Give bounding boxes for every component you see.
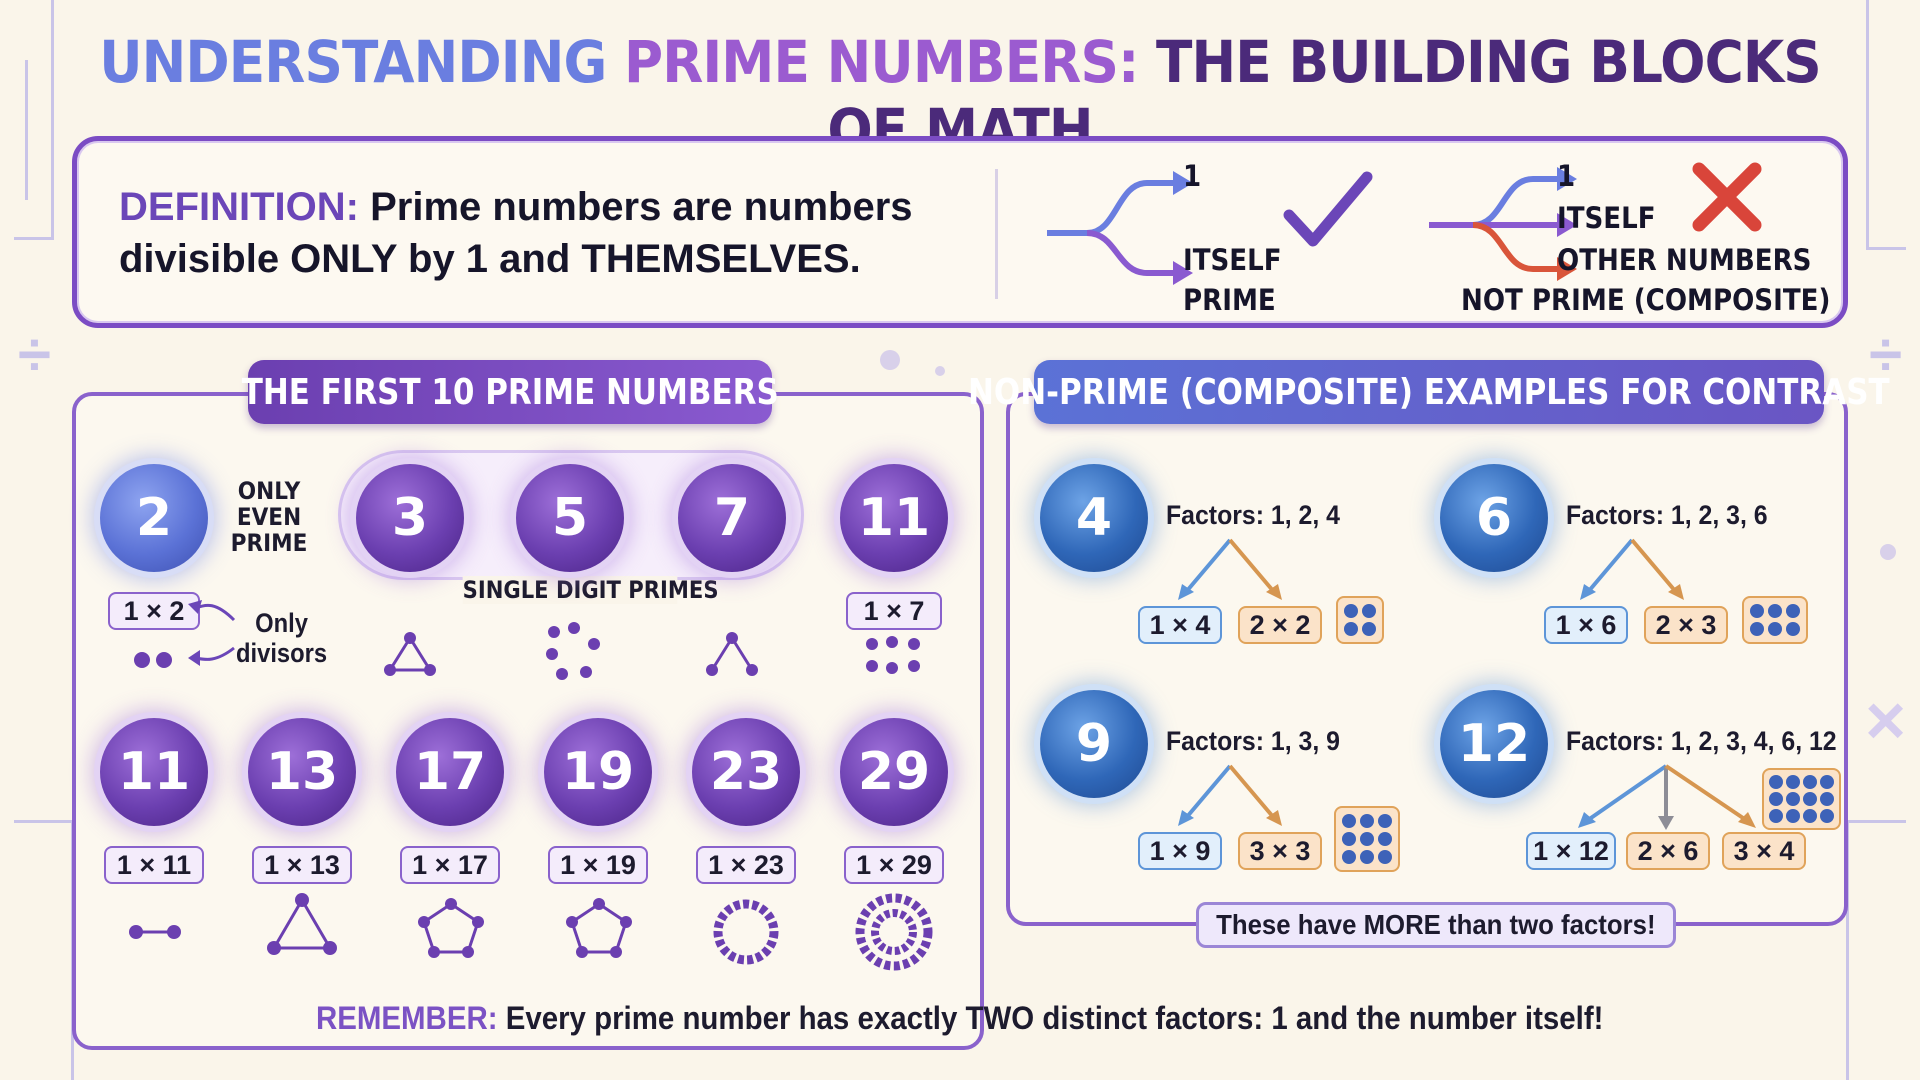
prime-ball-13: 13 [248,718,356,826]
definition-line-1: Prime numbers are numbers [370,185,913,229]
prime-branch-bottom: ITSELF [1183,243,1282,277]
definition-text: DEFINITION: Prime numbers are numbers di… [119,181,979,285]
definition-label: DEFINITION: [119,185,359,229]
array-4-icon [1336,596,1384,644]
pair-pill-9-a: 1 × 9 [1138,832,1222,870]
dots-23-icon [713,899,779,965]
single-digit-label: SINGLE DIGIT PRIMES [462,576,719,604]
factors-4: Factors: 1, 2, 4 [1166,500,1340,530]
divisor-pill-29: 1 × 29 [844,846,944,884]
pair-pill-12-a: 1 × 12 [1526,832,1616,870]
title-part-2: PRIME NUMBERS: [624,28,1139,96]
dots-17-icon [418,898,484,958]
prime-caption: PRIME [1183,283,1276,317]
composite-branch-middle: ITSELF [1557,201,1656,235]
dot-decoration [880,350,900,370]
prime-ball-19: 19 [544,718,652,826]
composite-heading-text: NON-PRIME (COMPOSITE) EXAMPLES FOR CONTR… [968,371,1890,413]
composite-note-text: These have MORE than two factors! [1216,909,1656,940]
factor-tree-6-icon [1580,538,1684,600]
multiply-symbol-icon: × [1865,681,1906,759]
check-icon [1283,171,1373,247]
prime-ball-2: 2 [100,464,208,572]
primes-heading-text: THE FIRST 10 PRIME NUMBERS [241,371,779,413]
divisor-pill-17: 1 × 17 [400,846,500,884]
dots-3-icon [384,632,436,676]
pair-pill-9-b: 3 × 3 [1238,832,1322,870]
pair-pill-4-b: 2 × 2 [1238,606,1322,644]
remember-text: Every prime number has exactly TWO disti… [505,1000,1604,1036]
composite-panel-heading: NON-PRIME (COMPOSITE) EXAMPLES FOR CONTR… [968,360,1890,424]
factors-6: Factors: 1, 2, 3, 6 [1566,500,1768,530]
composite-note: These have MORE than two factors! [1196,902,1676,948]
array-9-icon [1334,806,1400,872]
prime-ball-3: 3 [356,464,464,572]
dots-11-top-icon [866,636,920,674]
circuit-decoration-bottom-left [14,820,74,1080]
prime-ball-29: 29 [840,718,948,826]
circuit-decoration-left [14,0,54,240]
prime-ball-17: 17 [396,718,504,826]
dots-7-icon [706,632,758,676]
pair-pill-4-a: 1 × 4 [1138,606,1222,644]
dots-2-icon [134,652,172,668]
definition-box: DEFINITION: Prime numbers are numbers di… [72,136,1848,328]
array-12-icon [1762,768,1841,830]
factors-12: Factors: 1, 2, 3, 4, 6, 12 [1566,726,1837,756]
divisor-pill-13: 1 × 13 [252,846,352,884]
cross-icon [1692,162,1762,232]
prime-ball-11-top: 11 [840,464,948,572]
prime-branch-top: 1 [1183,159,1202,193]
factor-tree-9-icon [1178,764,1282,826]
primes-panel-heading: THE FIRST 10 PRIME NUMBERS [241,360,779,424]
division-symbol-icon: ÷ [18,321,51,388]
factor-tree-12-icon [1578,764,1756,830]
prime-ball-23: 23 [692,718,800,826]
only-divisors-label: Only divisors [236,608,328,668]
division-symbol-icon: ÷ [1869,321,1902,388]
title-part-1: UNDERSTANDING [99,28,607,96]
only-even-prime-label: ONLY EVEN PRIME [230,477,308,557]
divisor-pill-23: 1 × 23 [696,846,796,884]
composite-ball-4: 4 [1040,464,1148,572]
dot-decoration [935,366,945,376]
factor-tree-4-icon [1178,538,1282,600]
pair-pill-6-a: 1 × 6 [1544,606,1628,644]
pair-pill-6-b: 2 × 3 [1644,606,1728,644]
divisor-pill-19: 1 × 19 [548,846,648,884]
composite-ball-6: 6 [1440,464,1548,572]
circuit-decoration-bottom-right [1846,820,1906,1080]
dots-11-icon [129,925,181,939]
remember-line: REMEMBER: Every prime number has exactly… [0,1000,1920,1037]
composite-ball-12: 12 [1440,690,1548,798]
prime-ball-5: 5 [516,464,624,572]
circuit-decoration-left-2 [0,60,28,200]
circuit-decoration-right [1866,0,1906,250]
pair-pill-12-b: 2 × 6 [1626,832,1710,870]
divisor-pill-7: 1 × 7 [846,592,942,630]
composite-branch-arrows-icon [1429,167,1577,281]
dots-5-icon [546,622,600,680]
prime-branch-arrows-icon [1047,171,1193,285]
prime-ball-7: 7 [678,464,786,572]
curved-arrow-icon [188,600,236,666]
dots-13-icon [267,893,337,955]
definition-line-2: divisible ONLY by 1 and THEMSELVES. [119,237,861,281]
dots-19-icon [566,898,632,958]
prime-ball-11: 11 [100,718,208,826]
remember-label: REMEMBER: [316,1000,498,1036]
dots-29-icon [855,893,933,971]
dot-decoration [1880,544,1896,560]
divisor-pill-11: 1 × 11 [104,846,204,884]
pair-pill-12-c: 3 × 4 [1722,832,1806,870]
composite-ball-9: 9 [1040,690,1148,798]
composite-branch-bottom: OTHER NUMBERS [1557,243,1812,277]
definition-divider [995,169,998,299]
composite-branch-top: 1 [1557,159,1576,193]
divisor-pill-2: 1 × 2 [108,592,200,630]
factors-9: Factors: 1, 3, 9 [1166,726,1340,756]
composite-caption: NOT PRIME (COMPOSITE) [1461,283,1831,317]
array-6-icon [1742,596,1808,644]
